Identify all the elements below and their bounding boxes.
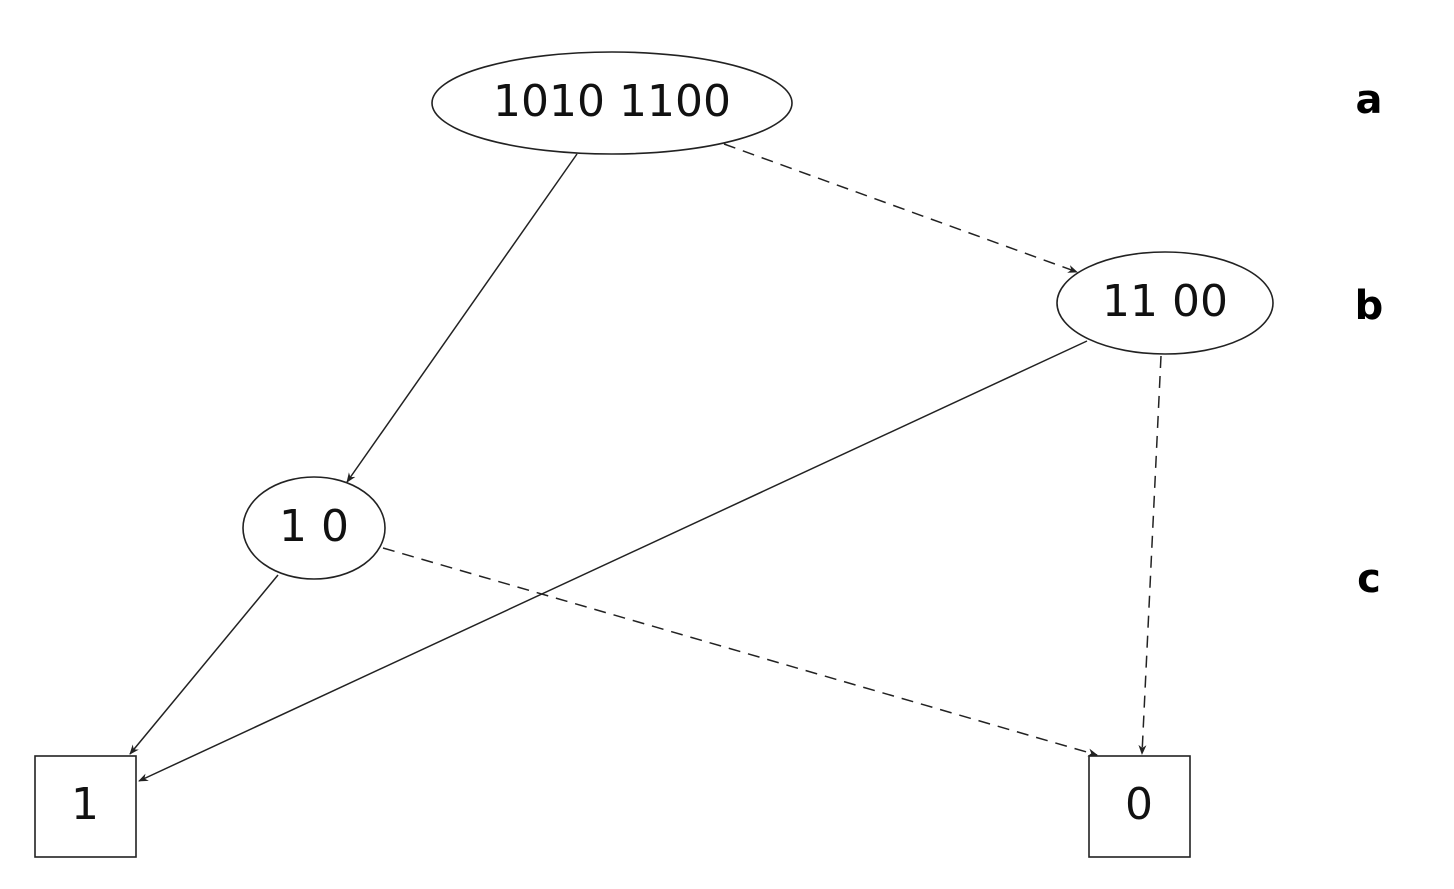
- b-level-node-label: 11 00: [1102, 276, 1228, 327]
- edge-b-node-to-terminal-zero-dashed: [1138, 355, 1162, 755]
- edge-root-to-c-node-solid: [346, 153, 578, 483]
- edge-c-node-to-terminal-zero-dashed: [382, 547, 1098, 757]
- b-level-node: 11 00: [1056, 251, 1274, 355]
- edge-root-to-b-node-dashed: [723, 143, 1078, 273]
- variable-label-c: c: [1357, 556, 1381, 602]
- terminal-zero-node: 0: [1088, 755, 1191, 858]
- terminal-one-label: 1: [71, 779, 99, 830]
- edge-b-node-to-terminal-one-solid: [138, 340, 1088, 782]
- root-node: 1010 1100: [431, 51, 793, 155]
- terminal-one-node: 1: [34, 755, 137, 858]
- terminal-zero-label: 0: [1125, 779, 1153, 830]
- variable-label-b: b: [1355, 283, 1384, 329]
- variable-label-a: a: [1356, 77, 1383, 123]
- edge-c-node-to-terminal-one-solid: [129, 574, 279, 755]
- c-level-node-label: 1 0: [279, 501, 349, 552]
- c-level-node: 1 0: [242, 476, 386, 580]
- root-node-label: 1010 1100: [493, 76, 731, 127]
